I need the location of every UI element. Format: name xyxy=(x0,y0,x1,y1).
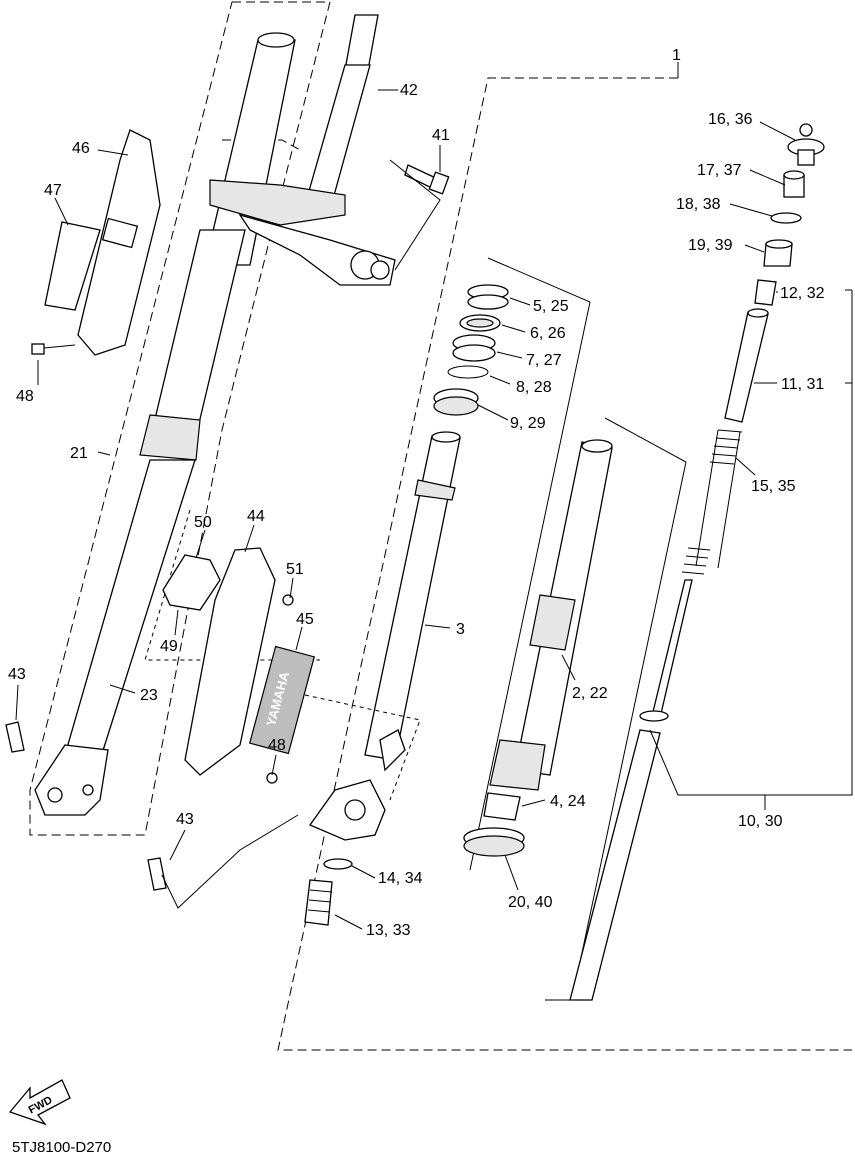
label-11-31: 11, 31 xyxy=(781,376,824,393)
bolt-41 xyxy=(404,164,450,195)
adjuster-13 xyxy=(304,879,333,926)
label-19-39: 19, 39 xyxy=(688,237,733,254)
label-42: 42 xyxy=(400,82,418,99)
label-15-35: 15, 35 xyxy=(751,478,796,495)
seal-stack-outline xyxy=(469,257,591,871)
guard-group-outline xyxy=(144,509,320,661)
label-2-22: 2, 22 xyxy=(572,685,608,702)
fork-guard-46 xyxy=(44,129,161,356)
label-9-29: 9, 29 xyxy=(510,415,546,432)
damper-rod-2 xyxy=(489,439,613,791)
part-labels: 1 42 41 46 47 48 21 50 44 51 49 45 43 23… xyxy=(8,47,825,939)
damper-outline xyxy=(545,417,687,1001)
label-48-lower: 48 xyxy=(268,737,286,754)
collar-4 xyxy=(483,792,521,821)
label-47: 47 xyxy=(44,182,62,199)
label-8-28: 8, 28 xyxy=(516,379,552,396)
drawing-code: 5TJ8100-D270 xyxy=(12,1139,111,1156)
collar-12 xyxy=(754,279,777,306)
label-51: 51 xyxy=(286,561,304,578)
seal-5 xyxy=(467,284,509,310)
cap-16 xyxy=(787,123,825,166)
bolt-43-left xyxy=(5,721,25,753)
label-48-upper: 48 xyxy=(16,388,34,405)
seal-6 xyxy=(459,314,501,332)
inner-tube xyxy=(309,431,461,841)
label-20-40: 20, 40 xyxy=(508,894,553,911)
label-41: 41 xyxy=(432,127,450,144)
bolt-43-bottom xyxy=(147,814,299,909)
label-17-37: 17, 37 xyxy=(697,162,742,179)
label-21: 21 xyxy=(70,445,88,462)
spacer-11 xyxy=(724,308,769,423)
label-16-36: 16, 36 xyxy=(708,111,753,128)
ring-18 xyxy=(770,212,802,224)
label-45: 45 xyxy=(296,611,314,628)
fork-guard-44: YAMAHA xyxy=(162,547,315,784)
ring-20 xyxy=(463,827,525,857)
label-46: 46 xyxy=(72,140,90,157)
label-43-left: 43 xyxy=(8,666,26,683)
label-43-bottom: 43 xyxy=(176,811,194,828)
leader-lines xyxy=(15,89,796,930)
fork-assembly-outline xyxy=(277,77,852,1051)
label-23: 23 xyxy=(140,687,158,704)
label-6-26: 6, 26 xyxy=(530,325,566,342)
washer-14 xyxy=(323,858,353,870)
label-10-30: 10, 30 xyxy=(738,813,783,830)
label-5-25: 5, 25 xyxy=(533,298,569,315)
bolt-41-bracket xyxy=(389,159,441,271)
label-1: 1 xyxy=(672,47,681,64)
label-12-32: 12, 32 xyxy=(780,285,825,302)
dust-seal-9 xyxy=(433,388,479,416)
bolt-48-upper xyxy=(31,343,76,355)
seal-7 xyxy=(452,334,496,362)
label-50: 50 xyxy=(194,514,212,531)
spring-15 xyxy=(681,429,743,575)
steering-stem xyxy=(209,14,396,286)
adjuster-17 xyxy=(783,170,805,198)
label-13-33: 13, 33 xyxy=(366,922,411,939)
label-18-38: 18, 38 xyxy=(676,196,721,213)
label-14-34: 14, 34 xyxy=(378,870,423,887)
label-49: 49 xyxy=(160,638,178,655)
fwd-arrow-icon: FWD xyxy=(8,1079,71,1126)
label-3: 3 xyxy=(456,621,465,638)
nut-19 xyxy=(763,239,793,267)
damper-rod-10 xyxy=(569,579,693,1001)
label-44: 44 xyxy=(247,508,265,525)
outer-tube-outline xyxy=(29,1,331,836)
label-4-24: 4, 24 xyxy=(550,793,586,810)
clip-8 xyxy=(447,365,489,379)
label-7-27: 7, 27 xyxy=(526,352,562,369)
